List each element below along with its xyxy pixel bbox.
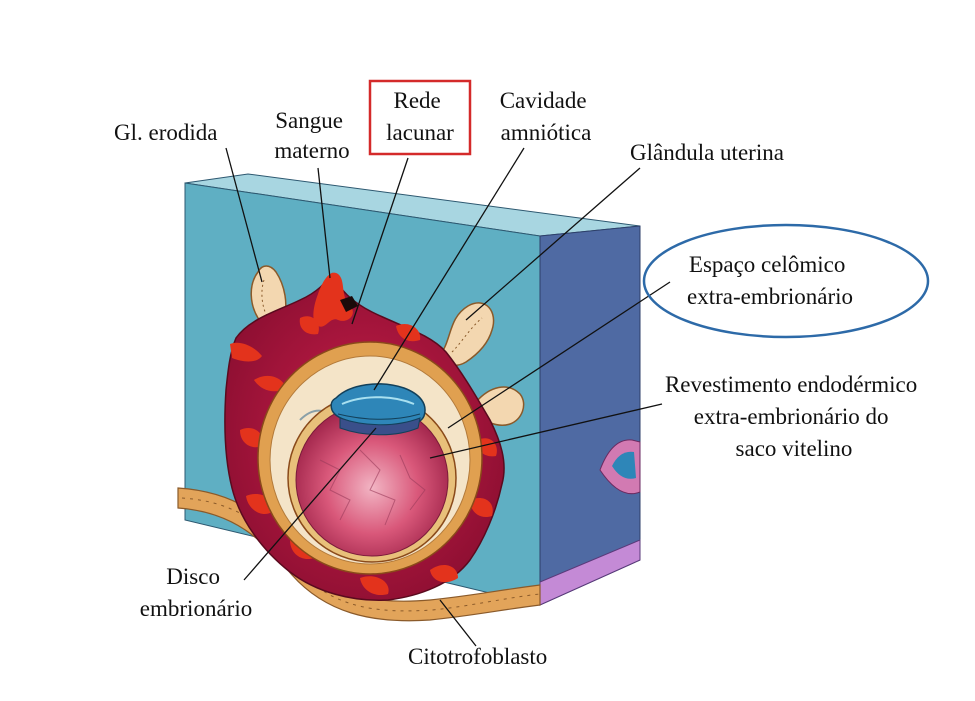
label-sangue-materno-line2: materno <box>274 138 349 163</box>
label-espaco-celomico-line2: extra-embrionário <box>687 284 853 309</box>
label-cavidade-amniotica-line1: Cavidade <box>500 88 587 113</box>
label-rede-lacunar-line2: lacunar <box>386 120 454 145</box>
label-cavidade-amniotica-line2: amniótica <box>501 120 592 145</box>
label-glandula-uterina: Glândula uterina <box>630 140 784 165</box>
label-rede-lacunar: Rede lacunar <box>386 88 454 145</box>
label-disco-embrionario-line1: Disco <box>166 564 220 589</box>
lacunar-network <box>230 272 497 596</box>
label-espaco-celomico-line1: Espaço celômico <box>689 252 845 277</box>
yolk-sac <box>287 393 457 563</box>
highlight-box-rede-lacunar <box>368 79 472 156</box>
label-cavidade-amniotica: Cavidade amniótica <box>500 88 593 145</box>
label-revestimento-line1: Revestimento endodérmico <box>665 372 917 397</box>
label-revestimento-line2: extra-embrionário do <box>694 404 889 429</box>
uterine-gland <box>439 302 495 367</box>
label-disco-embrionario-line2: embrionário <box>140 596 252 621</box>
pointer-lines <box>225 147 671 647</box>
label-revestimento-line3: saco vitelino <box>736 436 853 461</box>
label-gl-erodida: Gl. erodida <box>114 120 217 145</box>
label-sangue-materno: Sangue materno <box>274 108 349 163</box>
highlight-ellipse-espaco-celomico <box>642 223 930 339</box>
side-gland-lumen <box>612 451 636 479</box>
label-citotrofoblasto: Citotrofoblasto <box>408 644 547 669</box>
label-revestimento: Revestimento endodérmico extra-embrionár… <box>665 372 923 461</box>
label-rede-lacunar-line1: Rede <box>393 88 440 113</box>
label-sangue-materno-line1: Sangue <box>275 108 343 133</box>
embryonic-disc <box>339 417 421 436</box>
label-espaco-celomico: Espaço celômico extra-embrionário <box>687 252 853 309</box>
label-disco-embrionario: Disco embrionário <box>140 564 252 621</box>
